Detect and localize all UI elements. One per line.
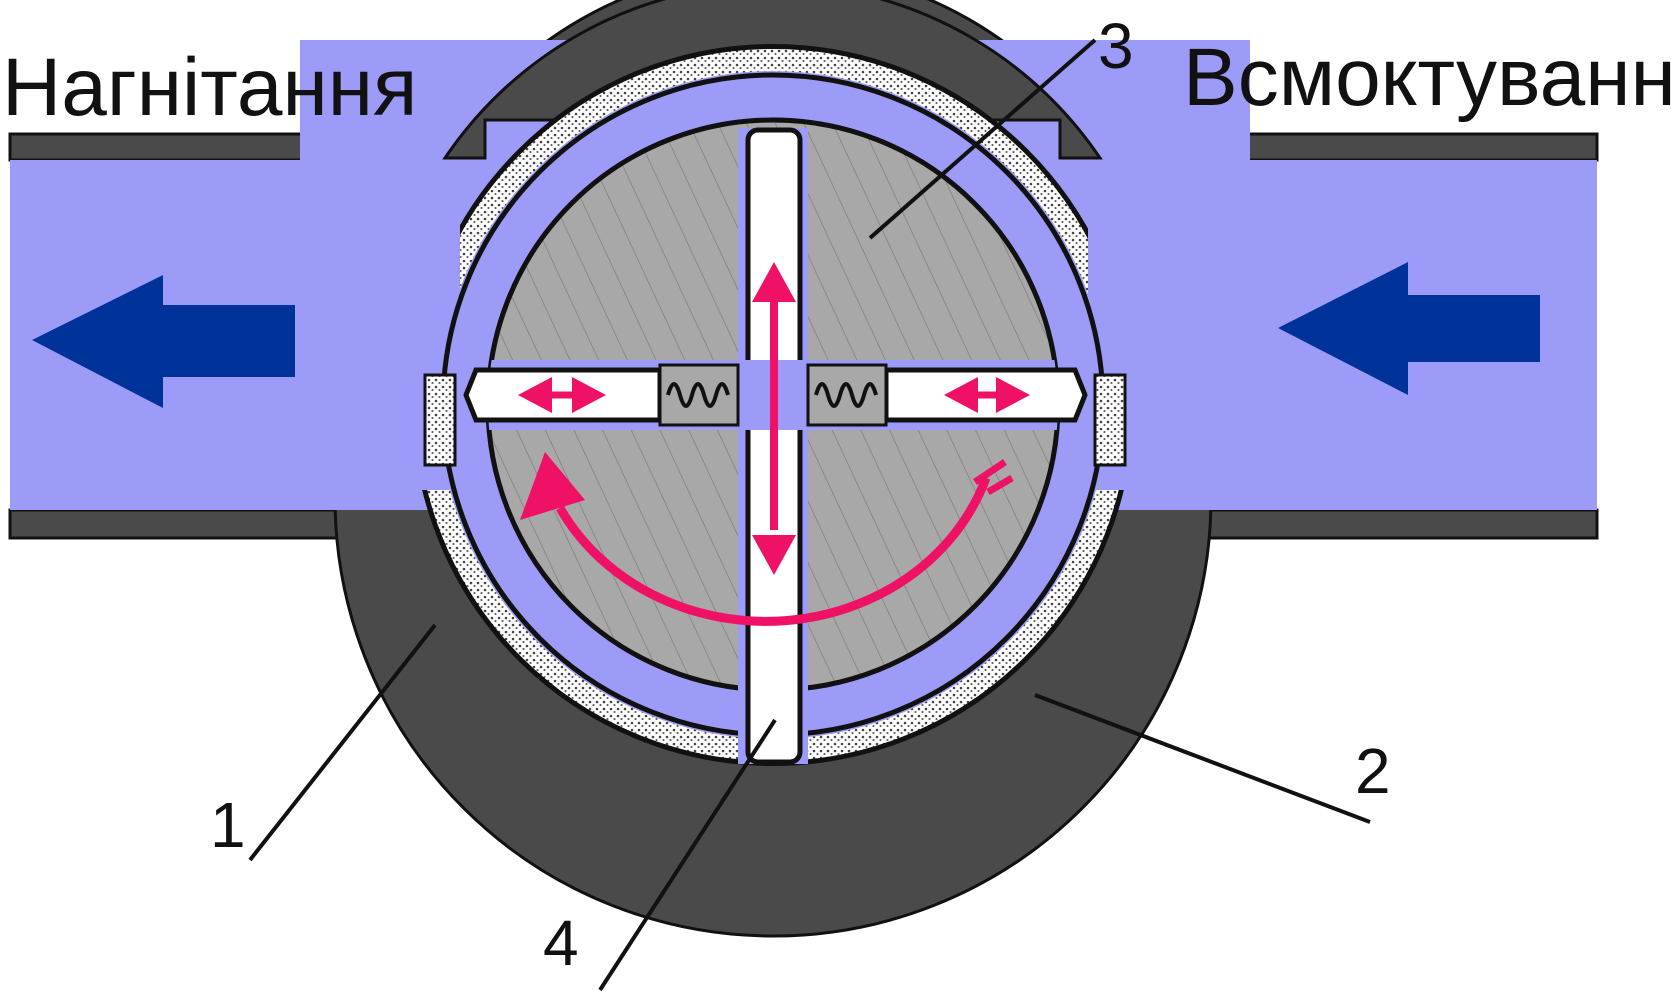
callout-1: 1 bbox=[210, 789, 246, 861]
leader-line-2 bbox=[1034, 693, 1371, 824]
tip-seals bbox=[423, 373, 1127, 467]
right-vane-assembly bbox=[806, 363, 1088, 427]
leader-line-4 bbox=[598, 718, 777, 992]
curved-arrow-icon bbox=[520, 452, 1014, 626]
leader-line-1 bbox=[248, 623, 437, 862]
left-tip-seal bbox=[423, 373, 457, 467]
suction-pipe-bottom-wall bbox=[1193, 508, 1599, 540]
callout-3: 3 bbox=[1098, 10, 1134, 82]
callout-4: 4 bbox=[543, 907, 579, 979]
double-arrow-icon bbox=[518, 377, 606, 413]
spring-icon bbox=[814, 382, 878, 408]
spring-icon bbox=[666, 382, 730, 408]
discharge-label: Нагнітання bbox=[2, 42, 417, 133]
double-arrow-icon bbox=[752, 262, 796, 575]
leader-line-3 bbox=[868, 38, 1097, 240]
suction-flow-arrow bbox=[1278, 262, 1540, 395]
right-tip-seal bbox=[1093, 373, 1127, 467]
motion-arrows bbox=[518, 262, 1030, 626]
left-spring-housing bbox=[658, 363, 740, 427]
leader-lines bbox=[248, 38, 1371, 992]
right-spring-housing bbox=[806, 363, 888, 427]
callout-2: 2 bbox=[1355, 735, 1391, 807]
discharge-flow-arrow bbox=[32, 275, 295, 408]
discharge-pipe-bottom-wall bbox=[8, 508, 362, 540]
double-arrow-icon bbox=[944, 377, 1030, 413]
suction-label: Всмоктування bbox=[1183, 32, 1671, 123]
